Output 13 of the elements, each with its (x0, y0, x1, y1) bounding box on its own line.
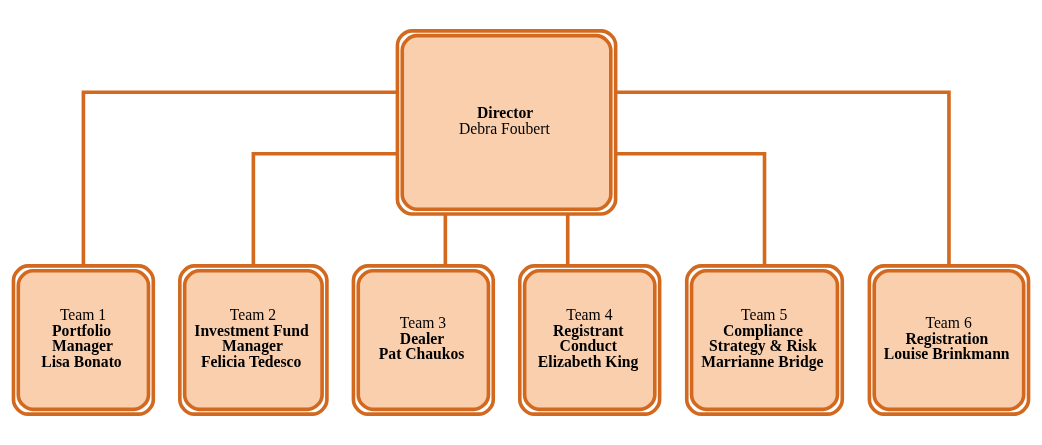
node-box: Team 6 Registration Louise Brinkmann (867, 264, 1031, 416)
connector (615, 90, 951, 266)
connector (565, 214, 570, 266)
node-box: Director Debra Foubert (395, 29, 618, 216)
node-box: Team 4 Registrant Conduct Elizabeth King (518, 264, 662, 416)
node-box: Team 2 Investment Fund Manager Felicia Tedesco (178, 264, 329, 416)
node-box: Team 3 Dealer Pat Chaukos (351, 264, 496, 416)
connector (443, 214, 448, 266)
node-box: Team 5 Compliance Strategy & Risk Marrianne Bridge (684, 264, 845, 416)
connector (615, 152, 767, 266)
connector (81, 90, 397, 266)
node-box: Team 1 Portfolio Manager Lisa Bonato (11, 264, 156, 416)
connector (251, 152, 398, 266)
